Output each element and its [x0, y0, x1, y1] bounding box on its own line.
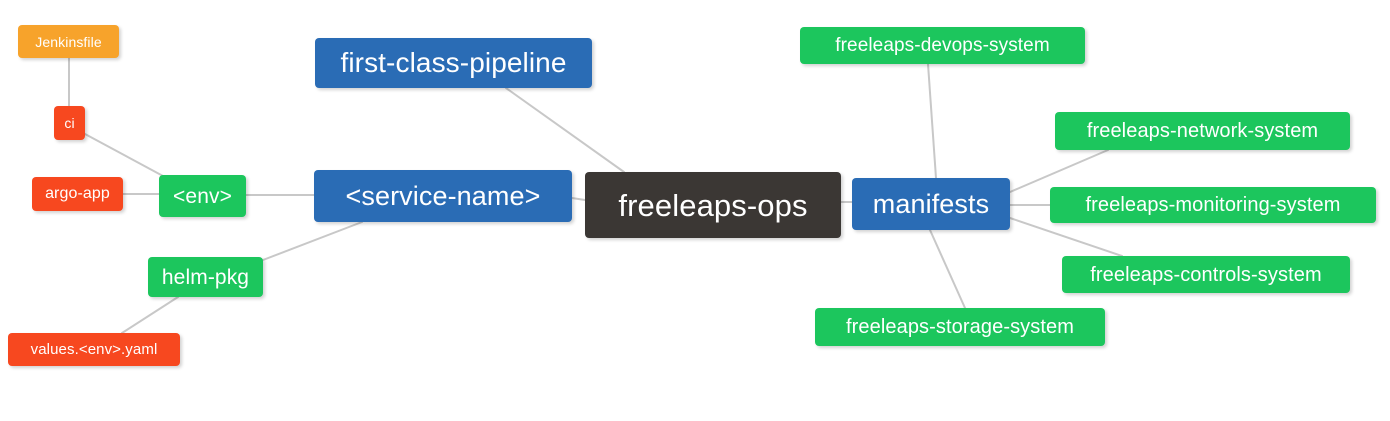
node-label-freeleaps-network-system: freeleaps-network-system	[1086, 120, 1319, 142]
node-env[interactable]: <env>	[159, 175, 246, 217]
node-freeleaps-ops[interactable]: freeleaps-ops	[585, 172, 841, 238]
node-label-env: <env>	[173, 184, 232, 208]
node-label-argo-app: argo-app	[45, 185, 110, 202]
node-label-manifests: manifests	[872, 188, 990, 219]
node-label-freeleaps-devops-system: freeleaps-devops-system	[835, 35, 1050, 56]
node-label-helm-pkg: helm-pkg	[161, 265, 250, 289]
node-label-freeleaps-ops: freeleaps-ops	[618, 187, 808, 223]
edge-values-yaml-helm-pkg	[121, 296, 179, 334]
edge-manifests-storage	[929, 229, 966, 309]
node-label-first-class-pipeline: first-class-pipeline	[340, 47, 567, 78]
node-values-yaml[interactable]: values.<env>.yaml	[8, 333, 180, 366]
node-label-values-yaml: values.<env>.yaml	[30, 341, 158, 358]
edge-first-class-pipeline-ops	[505, 87, 625, 173]
node-label-freeleaps-monitoring-system: freeleaps-monitoring-system	[1085, 194, 1341, 216]
node-ci[interactable]: ci	[54, 106, 85, 140]
node-freeleaps-monitoring-system[interactable]: freeleaps-monitoring-system	[1050, 187, 1376, 223]
edge-helm-pkg-service-name	[262, 221, 363, 261]
node-freeleaps-devops-system[interactable]: freeleaps-devops-system	[800, 27, 1085, 64]
node-label-ci: ci	[64, 115, 75, 131]
node-argo-app[interactable]: argo-app	[32, 177, 123, 211]
node-label-service-name: <service-name>	[345, 180, 541, 211]
edge-manifests-devops	[927, 63, 937, 179]
node-label-jenkinsfile: Jenkinsfile	[35, 33, 102, 50]
node-freeleaps-network-system[interactable]: freeleaps-network-system	[1055, 112, 1350, 150]
edge-manifests-network	[1009, 149, 1109, 193]
edge-manifests-controls	[1009, 217, 1123, 257]
node-label-freeleaps-controls-system: freeleaps-controls-system	[1090, 263, 1322, 286]
node-freeleaps-storage-system[interactable]: freeleaps-storage-system	[815, 308, 1105, 346]
node-manifests[interactable]: manifests	[852, 178, 1010, 230]
node-helm-pkg[interactable]: helm-pkg	[148, 257, 263, 297]
node-service-name[interactable]: <service-name>	[314, 170, 572, 222]
node-first-class-pipeline[interactable]: first-class-pipeline	[315, 38, 592, 88]
node-label-freeleaps-storage-system: freeleaps-storage-system	[845, 316, 1075, 338]
node-freeleaps-controls-system[interactable]: freeleaps-controls-system	[1062, 256, 1350, 293]
edge-service-name-ops	[571, 197, 586, 201]
node-jenkinsfile[interactable]: Jenkinsfile	[18, 25, 119, 58]
